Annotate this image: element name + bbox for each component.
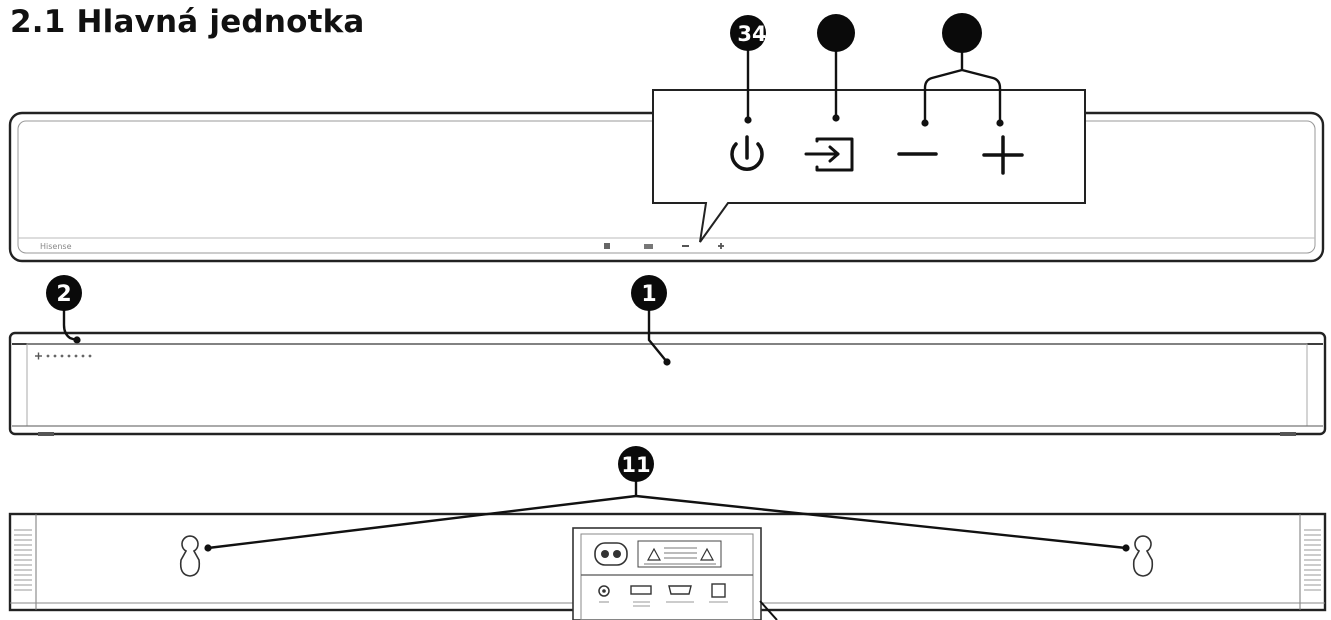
dc-port-center	[602, 589, 606, 593]
warning-icon-left	[646, 547, 662, 561]
source-input-icon	[804, 137, 854, 172]
marker-11-label: 11	[621, 453, 650, 477]
leader-dot-source	[832, 114, 840, 122]
top-view	[8, 331, 1327, 436]
marker-1-label: 1	[641, 282, 656, 307]
leader-line-2	[62, 305, 77, 342]
brand-logo: Hisense	[40, 242, 72, 251]
source-button-front	[644, 244, 653, 249]
marker-source	[817, 14, 855, 52]
marker-2	[46, 275, 82, 311]
left-end-grille	[14, 529, 32, 591]
rear-view	[8, 512, 1327, 620]
leader-dot-2	[73, 336, 81, 344]
section-heading: 2.1 Hlavná jednotka	[10, 4, 365, 40]
safety-label	[637, 540, 722, 568]
marker-1	[631, 275, 667, 311]
marker-34	[730, 15, 766, 51]
leader-lines-11	[207, 481, 1127, 550]
leader-dot-1	[663, 358, 671, 366]
top-view-foot-left	[38, 432, 54, 436]
marker-volume	[942, 13, 982, 53]
leader-dot-volume-up	[996, 119, 1004, 127]
wall-mount-keyhole-right	[1132, 535, 1154, 577]
connector-panel-inner	[580, 533, 754, 620]
hdmi-port	[668, 585, 692, 595]
power-inlet	[594, 542, 628, 566]
leader-dot-volume-down	[921, 119, 929, 127]
power-icon	[730, 135, 764, 171]
top-view-outline	[8, 331, 1327, 436]
led-indicator-dots	[35, 352, 92, 360]
optical-port	[711, 583, 726, 598]
power-inlet-pin-left	[601, 550, 609, 558]
safety-label-text-lines	[644, 547, 716, 565]
volume-up-icon	[982, 135, 1024, 175]
leader-line-volume	[923, 52, 1002, 123]
marker-11	[618, 446, 654, 482]
leader-dot-11-left	[204, 544, 212, 552]
wall-mount-keyhole-left	[179, 535, 201, 577]
volume-up-button-front	[718, 243, 724, 249]
marker-2-label: 2	[56, 282, 71, 307]
top-view-foot-right	[1280, 432, 1296, 436]
port-captions	[599, 601, 728, 607]
connector-pointer-line	[759, 600, 778, 620]
leader-dot-34	[744, 116, 752, 124]
leader-dot-11-right	[1122, 544, 1130, 552]
power-button-front	[604, 243, 610, 249]
leader-line-1	[647, 305, 668, 363]
marker-34-label: 34	[737, 22, 766, 46]
control-panel-callout	[652, 89, 1086, 243]
power-inlet-pin-right	[613, 550, 621, 558]
right-end-grille	[1304, 529, 1321, 591]
usb-port	[630, 585, 652, 595]
warning-icon-right	[699, 547, 715, 561]
